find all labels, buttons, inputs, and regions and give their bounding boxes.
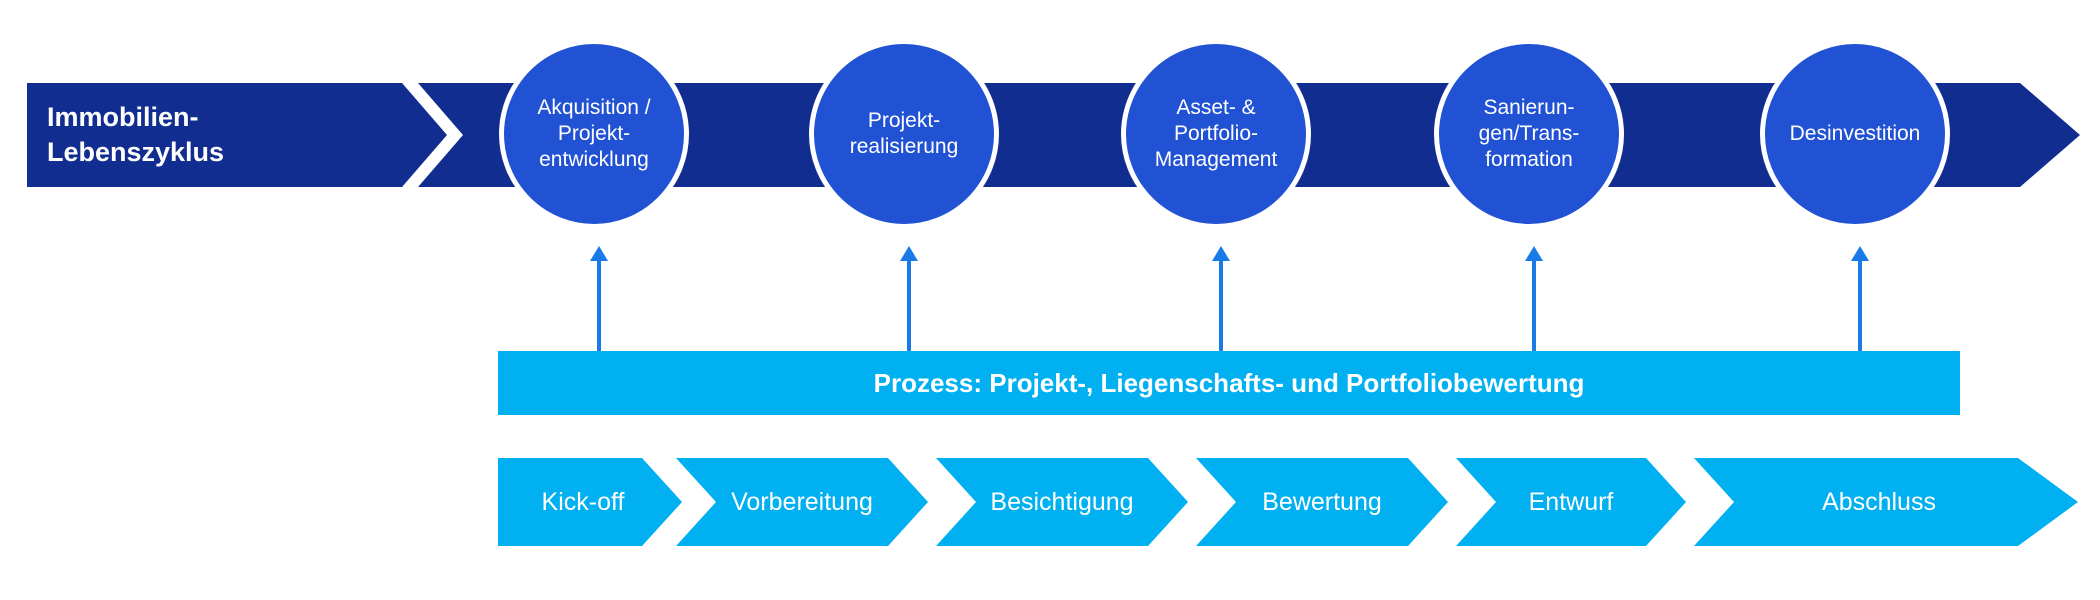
up-arrow-head — [1212, 246, 1230, 261]
lifecycle-title: Immobilien- Lebenszyklus — [47, 101, 225, 167]
stage-circle-akquisition-projektentwicklung: Akquisition / Projekt- entwicklung — [499, 39, 689, 229]
process-step-label: Bewertung — [1262, 487, 1382, 516]
process-step-vorbereitung: Vorbereitung — [676, 458, 928, 546]
lifecycle-arrow-title-segment: Immobilien- Lebenszyklus — [27, 83, 447, 187]
process-step-label: Kick-off — [541, 487, 625, 516]
up-arrow-icon — [899, 246, 919, 351]
process-step-label: Abschluss — [1822, 487, 1936, 516]
process-banner: Prozess: Projekt-, Liegenschafts- und Po… — [498, 351, 1960, 415]
stage-label: Desinvestition — [1789, 121, 1921, 145]
up-arrow-head — [590, 246, 608, 261]
stage-label: Projekt- realisierung — [849, 108, 959, 158]
stage-label: Sanierun- gen/Trans- formation — [1478, 95, 1580, 172]
stage-label: Akquisition / Projekt- entwicklung — [537, 95, 651, 172]
stage-circle-sanierungen-transformation: Sanierun- gen/Trans- formation — [1434, 39, 1624, 229]
process-step-besichtigung: Besichtigung — [936, 458, 1188, 546]
stage-circle-projektrealisierung: Projekt- realisierung — [809, 39, 999, 229]
process-step-label: Vorbereitung — [731, 487, 873, 516]
up-arrow-shaft — [907, 261, 911, 351]
up-arrow-head — [1851, 246, 1869, 261]
process-banner-label: Prozess: Projekt-, Liegenschafts- und Po… — [873, 367, 1585, 398]
up-arrow-shaft — [597, 261, 601, 351]
up-arrow-head — [1525, 246, 1543, 261]
up-arrow-shaft — [1858, 261, 1862, 351]
up-arrow-icon — [589, 246, 609, 351]
process-step-abschluss: Abschluss — [1694, 458, 2078, 546]
up-arrow-shaft — [1532, 261, 1536, 351]
stage-circle-asset-portfolio-management: Asset- & Portfolio- Management — [1121, 39, 1311, 229]
process-step-label: Besichtigung — [990, 487, 1134, 516]
up-arrow-icon — [1524, 246, 1544, 351]
stage-circle-desinvestition: Desinvestition — [1760, 39, 1950, 229]
up-arrow-shaft — [1219, 261, 1223, 351]
up-arrow-icon — [1850, 246, 1870, 351]
process-step-bewertung: Bewertung — [1196, 458, 1448, 546]
process-step-label: Entwurf — [1528, 487, 1614, 516]
up-arrow-icon — [1211, 246, 1231, 351]
up-arrow-head — [900, 246, 918, 261]
process-step-kickoff: Kick-off — [498, 458, 682, 546]
stage-label: Asset- & Portfolio- Management — [1154, 95, 1278, 172]
process-step-entwurf: Entwurf — [1456, 458, 1686, 546]
